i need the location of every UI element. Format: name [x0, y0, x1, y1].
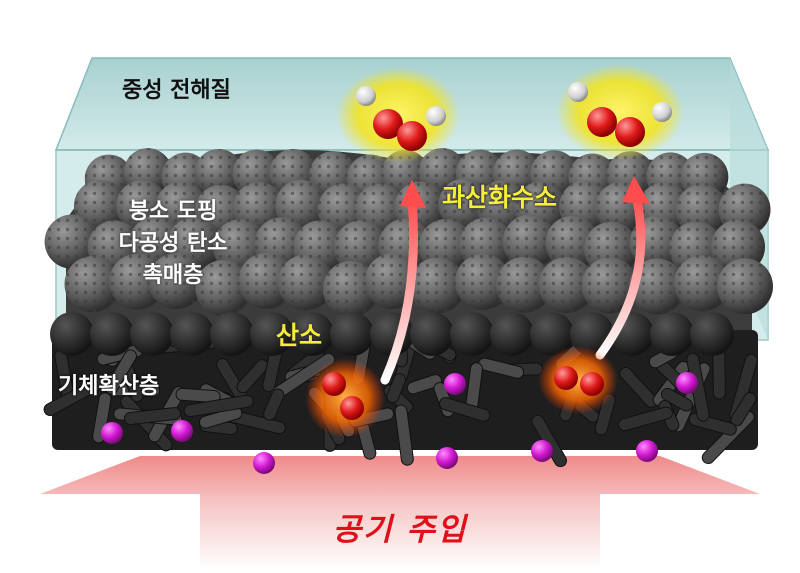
- carbon-sphere-dark: [490, 312, 534, 356]
- carbon-sphere: [716, 258, 773, 315]
- carbon-sphere-dark: [250, 312, 294, 356]
- carbon-sphere-dark: [690, 312, 734, 356]
- carbon-sphere-dark: [130, 312, 174, 356]
- dopant-atom: [436, 447, 458, 469]
- dopant-atom: [253, 452, 275, 474]
- reaction-arrows: [380, 176, 650, 385]
- carbon-sphere: [109, 253, 166, 310]
- fiber: [477, 357, 525, 379]
- curved-arrow-up-icon: [595, 191, 646, 360]
- fiber: [660, 387, 693, 412]
- carbon-sphere-dark: [170, 312, 214, 356]
- catalyst-label-line-3: 촉매층: [142, 263, 204, 288]
- dopant-atoms: [101, 372, 698, 474]
- oxygen-molecule-icon: [538, 346, 618, 414]
- carbon-sphere: [502, 214, 557, 269]
- carbon-sphere: [195, 259, 252, 316]
- carbon-sphere: [673, 255, 730, 312]
- carbon-sphere: [277, 254, 334, 311]
- carbon-sphere: [538, 256, 595, 313]
- hydrogen-peroxide-molecule-icon: [556, 64, 684, 160]
- carbon-sphere: [496, 256, 553, 313]
- carbon-sphere: [629, 258, 686, 315]
- fiber: [386, 373, 406, 404]
- carbon-sphere-dark: [450, 312, 494, 356]
- catalyst-layer-label: 붕소 도핑 다공성 탄소 촉매층: [88, 196, 258, 292]
- carbon-sphere-dark: [330, 312, 374, 356]
- carbon-sphere: [409, 257, 466, 314]
- carbon-sphere: [44, 214, 99, 269]
- carbon-sphere: [322, 260, 379, 317]
- hydrogen-peroxide-label: 과산화수소: [442, 183, 558, 212]
- fiber: [263, 388, 285, 421]
- fiber: [92, 392, 112, 444]
- hydrogen-peroxide-molecule-icon: [336, 67, 460, 163]
- carbon-sphere: [238, 253, 295, 310]
- carbon-sphere-dark: [410, 312, 454, 356]
- fiber: [394, 404, 414, 466]
- carbon-sphere-dark: [290, 312, 334, 356]
- electrolyte-label: 중성 전해질: [122, 78, 231, 103]
- arrow-head-right: [622, 176, 650, 204]
- carbon-sphere: [438, 178, 491, 231]
- fiber: [183, 394, 254, 418]
- oxygen-label: 산소: [276, 321, 323, 350]
- curved-arrow-up-icon: [380, 195, 418, 385]
- carbon-sphere: [148, 253, 205, 310]
- air-injection-arrow: [40, 456, 760, 569]
- gas-diffusion-layer-label: 기체확산층: [58, 374, 160, 399]
- fiber: [712, 348, 726, 400]
- oxygen-molecule-icon: [305, 358, 385, 438]
- arrow-head-left: [400, 180, 426, 208]
- dopant-atom: [531, 440, 553, 462]
- fiber: [104, 349, 137, 395]
- dopant-atom: [676, 372, 698, 394]
- air-injection-label: 공기 주입: [332, 512, 468, 548]
- carbon-sphere-dark: [650, 312, 694, 356]
- carbon-sphere: [194, 148, 243, 197]
- carbon-sphere: [73, 180, 126, 233]
- fiber: [619, 366, 658, 408]
- catalyst-label-line-2: 다공성 탄소: [118, 231, 228, 256]
- carbon-sphere: [64, 256, 121, 313]
- dopant-atom: [101, 422, 123, 444]
- dopant-atom: [444, 373, 466, 395]
- dopant-atom: [171, 420, 193, 442]
- catalyst-layer: [44, 148, 773, 356]
- carbon-sphere: [581, 257, 638, 314]
- catalyst-label-line-1: 붕소 도핑: [128, 199, 218, 224]
- fiber: [406, 374, 443, 395]
- carbon-sphere-dark: [90, 312, 134, 356]
- fiber: [123, 407, 182, 425]
- dopant-atom: [636, 440, 658, 462]
- fiber: [438, 397, 491, 422]
- fiber: [175, 387, 221, 403]
- fiber: [236, 359, 269, 394]
- fiber: [617, 406, 673, 432]
- carbon-sphere: [454, 253, 511, 310]
- carbon-sphere-dark: [530, 312, 574, 356]
- carbon-sphere-dark: [210, 312, 254, 356]
- carbon-sphere-dark: [50, 312, 94, 356]
- fiber: [43, 376, 106, 416]
